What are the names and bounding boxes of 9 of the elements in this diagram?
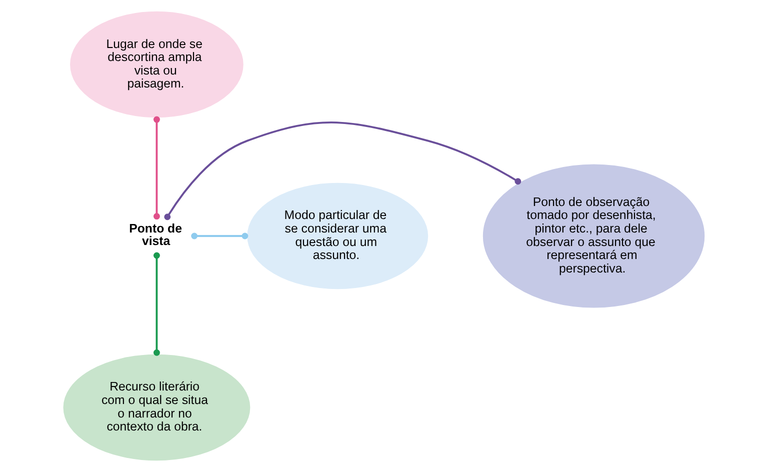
connector xyxy=(190,232,248,240)
node-ellipse: Lugar de onde se descortina ampla vista ou paisagem. xyxy=(70,11,243,118)
node-ellipse: Ponto de observação tomado por desenhista, pintor etc., para dele observar o assunto que representará em perspectiva. xyxy=(482,164,704,308)
connector xyxy=(152,252,160,356)
node-text: Ponto de vista xyxy=(128,222,182,248)
node-ellipse: Recurso literário com o qual se situa o narrador no contexto da obra. xyxy=(62,354,250,461)
connector xyxy=(152,116,160,220)
node-ellipse: Modo particular de se considerar uma questão ou um assunto. xyxy=(246,182,428,290)
connector xyxy=(164,122,521,220)
